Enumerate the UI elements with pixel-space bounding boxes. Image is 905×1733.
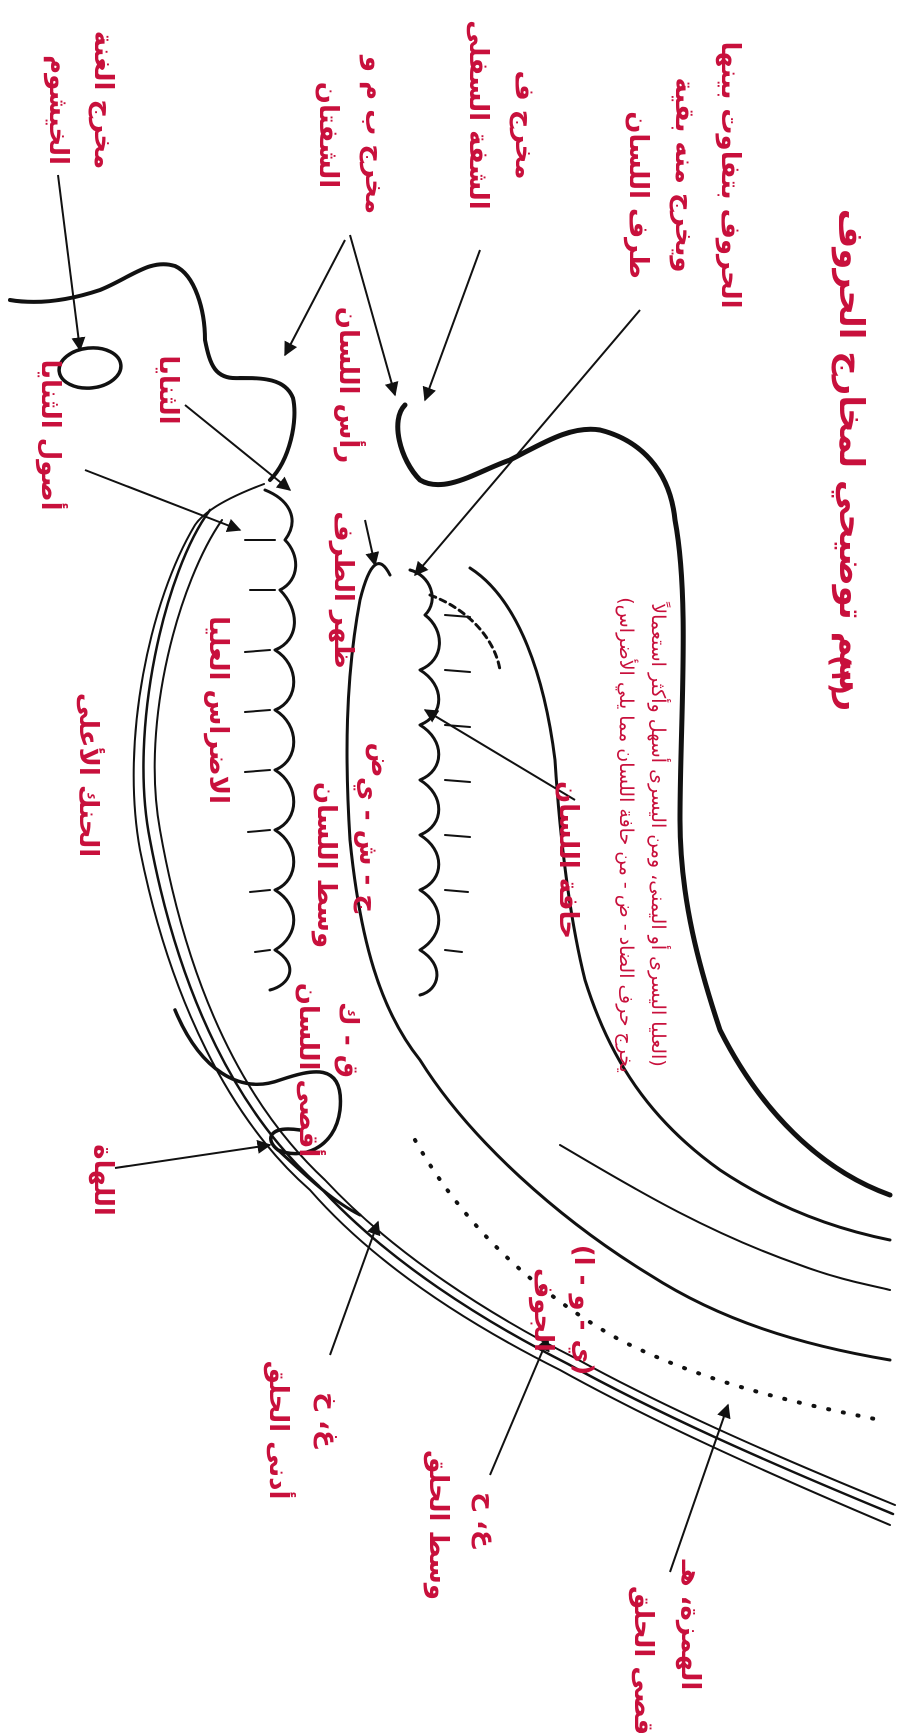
airway-dots	[415, 1140, 880, 1420]
label-lower-lip: الشفة السفلى	[463, 20, 493, 209]
label-nasal: الخيشوم	[43, 55, 73, 165]
label-tongue-back: أقصى اللسان	[293, 983, 326, 1158]
label-tip-back: ظهر الطرف	[328, 511, 358, 668]
label-lower-lip-sub: مخرج ف	[509, 70, 539, 179]
upper-teeth	[265, 490, 296, 990]
label-tongue-tip: طرف اللسان	[623, 111, 653, 279]
label-near-throat: أدنى الحلق	[263, 1361, 296, 1500]
label-mid-throat: وسط الحلق	[423, 1450, 453, 1600]
throat-wall	[560, 1145, 890, 1290]
title-number: (١)	[825, 655, 855, 695]
label-tongue-tip-sub2: الحروف بتفاوت بينها	[715, 41, 745, 308]
label-tongue-tip-sub: ويخرج منه بقية	[669, 77, 699, 272]
label-far-throat-letters: الهمزة، هـ	[675, 1559, 705, 1691]
label-mid-throat-letters: ع، ح	[471, 1492, 501, 1549]
label-near-throat-letters: غ، خ	[313, 1392, 343, 1449]
title-main: رسم توضيحي لمخارج الحروف	[831, 209, 871, 712]
nasal-passage	[57, 345, 123, 391]
uvula-tip	[278, 1150, 360, 1215]
palate-outer	[134, 484, 890, 1525]
label-lips: الشفتان	[313, 82, 343, 188]
palate-inner	[143, 510, 893, 1514]
note-dad-2: العليا اليسرى أو اليمنى، ومن اليسرى أسهل…	[647, 602, 671, 1067]
label-incisors: الثنايا	[153, 355, 183, 424]
label-palate: الحنك الأعلى	[73, 693, 105, 857]
palate-mid	[155, 520, 895, 1505]
label-jawf: الجوف	[528, 1268, 558, 1352]
label-tongue-edge: حافة اللسان	[553, 781, 583, 939]
note-dad-1: (يخرج حرف الضاد - ض - من حافة اللسان مما…	[615, 597, 638, 1073]
label-uvula: اللهاة	[88, 1144, 118, 1216]
label-upper-molars: الاضراس العليا	[203, 616, 233, 804]
label-incisor-roots: أصول الثنايا	[35, 359, 68, 510]
label-far-throat: أقصى الحلق	[628, 1586, 661, 1733]
label-dad: ض	[365, 743, 395, 778]
dashed-curve	[430, 595, 500, 670]
label-nasal-sub: مخرج الغنة	[88, 31, 118, 170]
lower-teeth-roots	[445, 615, 470, 952]
lower-teeth	[410, 570, 439, 995]
label-tongue-back-letters: ق - ك	[333, 1002, 363, 1078]
label-mid-tongue-letters: ج - ش - ي	[353, 777, 383, 913]
labels-group: رسم توضيحي لمخارج الحروف (١) الخيشوم مخر…	[35, 20, 871, 1733]
label-lips-sub: مخرج ب م و	[359, 54, 389, 214]
upper-teeth-roots	[245, 540, 275, 952]
label-tongue-head: رأس اللسان	[333, 307, 366, 464]
label-jawf-letters: (ي - و - ا)	[568, 1245, 598, 1375]
lower-lip	[398, 405, 890, 1195]
label-mid-tongue: وسط اللسان	[311, 782, 341, 948]
